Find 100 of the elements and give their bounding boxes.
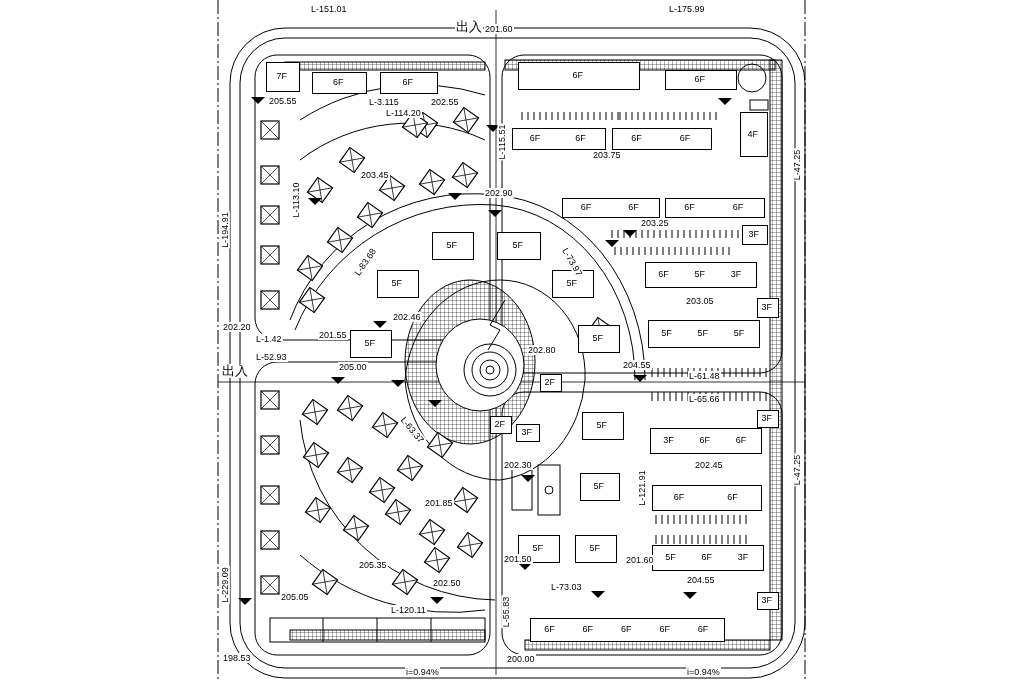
floor-label: 3F <box>663 436 674 445</box>
floor-label: 5F <box>589 544 600 553</box>
length-label: L-115.51 <box>496 123 507 161</box>
apartment-block <box>652 485 762 511</box>
floor-label: 3F <box>730 270 742 279</box>
building-block <box>266 62 300 92</box>
length-label: L-194.91 <box>219 211 230 249</box>
elevation-label: 205.55 <box>268 96 298 106</box>
building-block <box>757 592 779 610</box>
floor-label: 6F <box>699 436 710 445</box>
apartment-block <box>530 618 725 642</box>
floor-label: 5F <box>697 329 708 338</box>
floor-label: 5F <box>566 279 577 288</box>
length-label: L-65.66 <box>688 394 721 404</box>
building-block <box>665 70 737 90</box>
floor-label: 6F <box>402 78 413 87</box>
elevation-label: 198.53 <box>222 653 252 663</box>
length-label: L-52.93 <box>255 352 288 362</box>
floor-label: 6F <box>572 71 583 80</box>
floor-label: 6F <box>333 78 344 87</box>
slope-label: i=0.94% <box>686 667 721 677</box>
elevation-label: 201.50 <box>503 554 533 564</box>
villa-block <box>377 270 419 298</box>
floor-label: 6F <box>628 203 639 212</box>
length-label: L-113.10 <box>290 181 301 219</box>
floor-label: 6F <box>732 203 744 212</box>
length-label: L-151.01 <box>310 4 348 14</box>
building-block <box>518 62 640 90</box>
villa-block <box>350 330 392 358</box>
building-block <box>312 72 367 94</box>
floor-label: 6F <box>694 75 705 84</box>
length-label: L-121.91 <box>636 469 647 507</box>
length-label: L-61.48 <box>688 371 721 381</box>
floor-label: 5F <box>665 553 676 562</box>
elevation-label: 203.45 <box>360 170 390 180</box>
floor-label: 6F <box>580 203 592 212</box>
floor-label: 5F <box>364 339 375 348</box>
floor-label: 2F <box>494 420 505 429</box>
floor-label: 5F <box>592 334 603 343</box>
elevation-label: 205.35 <box>358 560 388 570</box>
apartment-block <box>648 320 760 348</box>
length-label: L-175.99 <box>668 4 706 14</box>
length-label: L-73.03 <box>550 582 583 592</box>
villa-block <box>575 535 617 563</box>
apartment-block <box>512 128 606 150</box>
building-block <box>742 225 768 245</box>
elevation-label: 202.20 <box>222 322 252 332</box>
floor-label: 5F <box>593 482 604 491</box>
floor-label: 6F <box>575 134 586 143</box>
floor-label: 6F <box>735 436 747 445</box>
elevation-label: 203.05 <box>685 296 715 306</box>
elevation-label: 201.85 <box>424 498 454 508</box>
length-label: L-47.25 <box>791 148 802 182</box>
floor-label: 3F <box>737 553 749 562</box>
elevation-label: 202.46 <box>392 312 422 322</box>
floor-label: 5F <box>391 279 402 288</box>
floor-label: 6F <box>701 553 712 562</box>
elevation-label: 202.50 <box>432 578 462 588</box>
floor-label: 6F <box>659 625 670 634</box>
floor-label: 6F <box>673 493 685 502</box>
floor-label: 7F <box>276 72 287 81</box>
floor-label: 6F <box>684 203 695 212</box>
floor-label: 3F <box>761 303 772 312</box>
floor-label: 5F <box>596 421 607 430</box>
elevation-label: 202.55 <box>430 97 460 107</box>
floor-label: 3F <box>748 230 759 239</box>
floor-label: 5F <box>694 270 705 279</box>
elevation-label: 202.30 <box>503 460 533 470</box>
floor-label: 2F <box>544 378 555 387</box>
elevation-label: 200.00 <box>506 654 536 664</box>
floor-label: 5F <box>733 329 745 338</box>
floor-label: 5F <box>512 241 523 250</box>
elevation-label: 203.75 <box>592 150 622 160</box>
villa-block <box>497 232 541 260</box>
building-block <box>380 72 438 94</box>
floor-label: 6F <box>658 270 669 279</box>
length-label: L-229.09 <box>219 566 230 604</box>
elevation-label: 201.60 <box>625 555 655 565</box>
pavilion-block <box>490 416 512 434</box>
floor-label: 6F <box>529 134 541 143</box>
floor-label: 3F <box>761 596 772 605</box>
apartment-block <box>562 198 660 218</box>
floor-label: 6F <box>544 625 555 634</box>
pavilion-block <box>540 374 562 392</box>
floor-label: 6F <box>727 493 738 502</box>
apartment-block <box>665 198 765 218</box>
entrance-label: 出入 <box>221 364 249 378</box>
elevation-label: 204.55 <box>622 360 652 370</box>
apartment-block <box>612 128 712 150</box>
elevation-label: 203.25 <box>640 218 670 228</box>
floor-label: 6F <box>621 625 632 634</box>
villa-block <box>580 473 620 501</box>
length-label: L-47.25 <box>791 453 802 487</box>
building-block <box>740 112 768 157</box>
floor-label: 4F <box>747 129 758 139</box>
elevation-label: 205.05 <box>280 592 310 602</box>
elevation-label: 202.80 <box>527 345 557 355</box>
pavilion-block <box>516 424 540 442</box>
floor-label: 6F <box>631 134 642 143</box>
villa-block <box>582 412 624 440</box>
